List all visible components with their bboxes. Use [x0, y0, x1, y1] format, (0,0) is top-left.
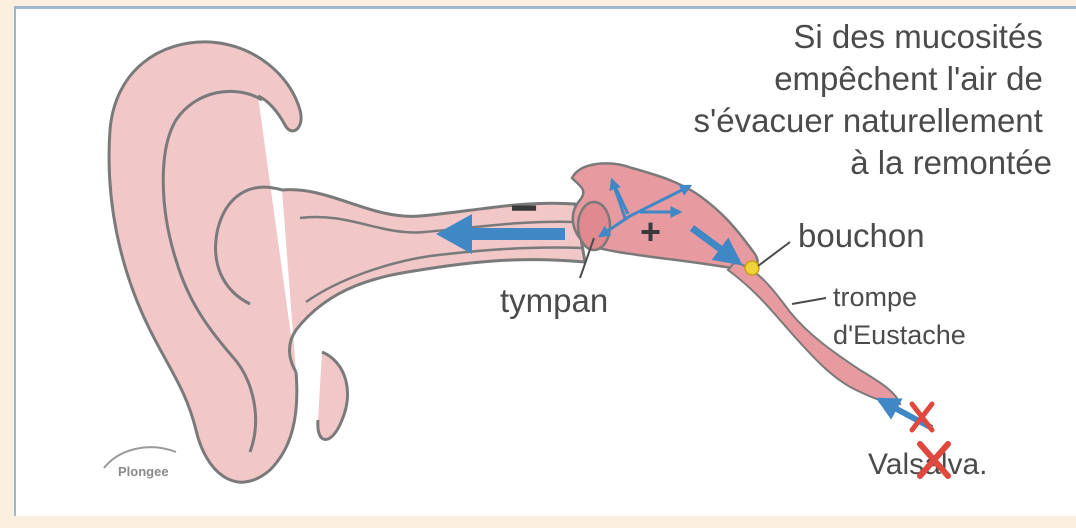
caption-line-3: s'évacuer naturellement [694, 102, 1043, 139]
eustachian-tube-label: trompe d'Eustache [833, 282, 966, 350]
eardrum [578, 202, 610, 250]
tube-label-line-1: trompe [833, 282, 917, 312]
plongee-logo: Plongee [104, 447, 176, 479]
pinna [109, 42, 301, 482]
earlobe-fold [318, 352, 348, 440]
plug-label: bouchon [798, 217, 925, 254]
minus-sign: − [510, 182, 538, 235]
eardrum-label: tympan [500, 282, 608, 319]
caption-line-2: empêchent l'air de [774, 60, 1043, 97]
caption-line-1: Si des mucosités [793, 18, 1042, 55]
plug-marker [745, 261, 759, 275]
tube-leader-line [792, 298, 826, 304]
plug-leader-line [758, 242, 790, 266]
plus-sign: + [640, 211, 661, 252]
caption-line-4: à la remontée [850, 144, 1052, 181]
tube-label-line-2: d'Eustache [833, 320, 966, 350]
caption: Si des mucosités empêchent l'air de s'év… [694, 18, 1053, 181]
logo-text: Plongee [118, 464, 169, 479]
